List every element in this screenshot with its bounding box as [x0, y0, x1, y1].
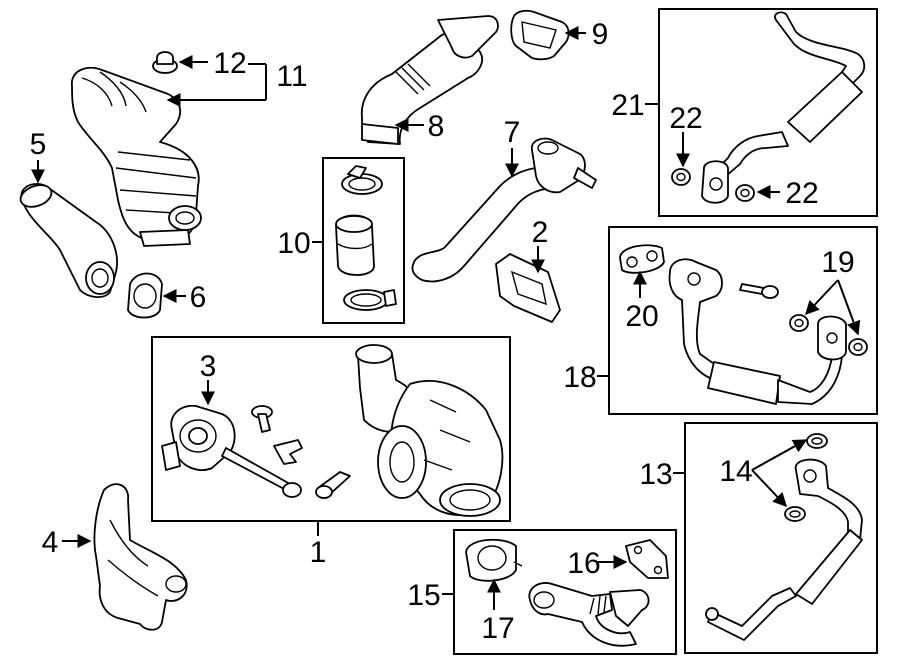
heat-shield-part [93, 483, 188, 631]
callout-6: 6 [190, 281, 207, 314]
bracket-part [273, 439, 303, 465]
callout-13: 13 [639, 458, 672, 491]
washer-19-left-part [789, 314, 809, 332]
group-box-oil-feed-upper [658, 8, 878, 217]
cap-part [152, 51, 178, 74]
callout-4: 4 [42, 526, 59, 559]
callout-10: 10 [277, 227, 310, 260]
leader-19b [837, 279, 861, 336]
callout-22-lower: 22 [785, 177, 818, 210]
callout-19: 19 [821, 246, 854, 279]
washer-22-left-part [671, 168, 691, 186]
hose-part [335, 214, 375, 276]
intake-duct-part [360, 15, 499, 145]
callout-20: 20 [625, 300, 658, 333]
wastegate-actuator-part [161, 404, 302, 498]
gasket-20-part [619, 244, 665, 274]
callout-11: 11 [276, 60, 307, 93]
callout-12: 12 [213, 47, 246, 80]
callout-14: 14 [719, 455, 752, 488]
group-box-clamps-hose [322, 157, 405, 324]
gasket-17-part [465, 538, 523, 582]
callout-8: 8 [428, 110, 445, 143]
callout-15: 15 [407, 579, 440, 612]
group-box-oil-return [608, 226, 878, 415]
leader-19a [805, 279, 839, 316]
callout-17: 17 [481, 612, 514, 645]
callout-18: 18 [563, 361, 596, 394]
callout-16: 16 [567, 547, 600, 580]
bolt-18-part [739, 283, 779, 299]
clamp-bottom-part [343, 289, 397, 311]
group-box-water-tube [453, 529, 677, 655]
leader-11 [168, 63, 267, 100]
leader-14b [751, 469, 787, 508]
washer-14-bottom-part [784, 506, 806, 522]
group-box-coolant-line [684, 422, 878, 654]
inlet-pipe-part [19, 183, 118, 298]
washer-22-right-part [735, 184, 755, 202]
clamp-top-part [341, 165, 383, 195]
stud-bolt-part [315, 471, 351, 499]
callout-21: 21 [611, 89, 644, 122]
coolant-line-part [705, 458, 863, 641]
group-box-turbocharger [151, 336, 511, 522]
water-tube-part [528, 582, 650, 647]
callout-1: 1 [310, 536, 327, 569]
washer-19-right-part [848, 338, 868, 356]
seal-part [510, 9, 570, 61]
callout-3: 3 [200, 350, 217, 383]
callout-5: 5 [30, 128, 47, 161]
gasket-16-part [625, 539, 669, 579]
bolt-part [251, 405, 273, 433]
callout-2: 2 [532, 216, 549, 249]
leader-14a [751, 439, 808, 471]
washer-14-top-part [806, 433, 828, 449]
callout-22-upper: 22 [669, 102, 702, 135]
turbocharger-part [355, 344, 504, 517]
flange-gasket-part [495, 253, 561, 323]
callout-9: 9 [592, 18, 609, 51]
oil-return-tube-part [668, 258, 847, 405]
callout-7: 7 [504, 116, 521, 149]
gasket-part [127, 272, 163, 319]
coolant-hose-part [411, 137, 597, 283]
oil-feed-line-upper-part [701, 11, 866, 204]
